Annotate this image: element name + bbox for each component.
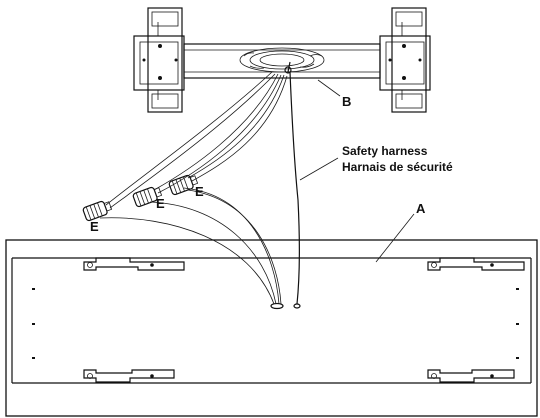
mounting-bracket-icon <box>83 257 185 271</box>
leader-b <box>317 79 341 97</box>
label-harness-fr: Harnais de sécurité <box>342 160 453 174</box>
fixture-wires <box>99 61 300 305</box>
wire-connector-icon <box>168 174 199 196</box>
wire-connector-icon <box>82 200 113 222</box>
wire-connector-icon <box>132 186 163 208</box>
label-e-right: E <box>195 184 204 199</box>
label-e-middle: E <box>156 196 165 211</box>
leader-harness <box>299 157 339 181</box>
leader-a <box>375 213 415 263</box>
label-b: B <box>342 94 351 109</box>
label-harness-en: Safety harness <box>342 144 428 158</box>
mounting-bracket-icon <box>427 369 515 383</box>
label-e-left: E <box>90 219 99 234</box>
label-a: A <box>416 201 426 216</box>
fixture-panel-a <box>5 239 538 417</box>
wire-hole <box>270 302 284 310</box>
mounting-bracket-b <box>133 7 431 113</box>
mounting-hole-icon <box>32 288 519 359</box>
mounting-bracket-icon <box>83 369 175 383</box>
mounting-bracket-icon <box>427 257 525 271</box>
